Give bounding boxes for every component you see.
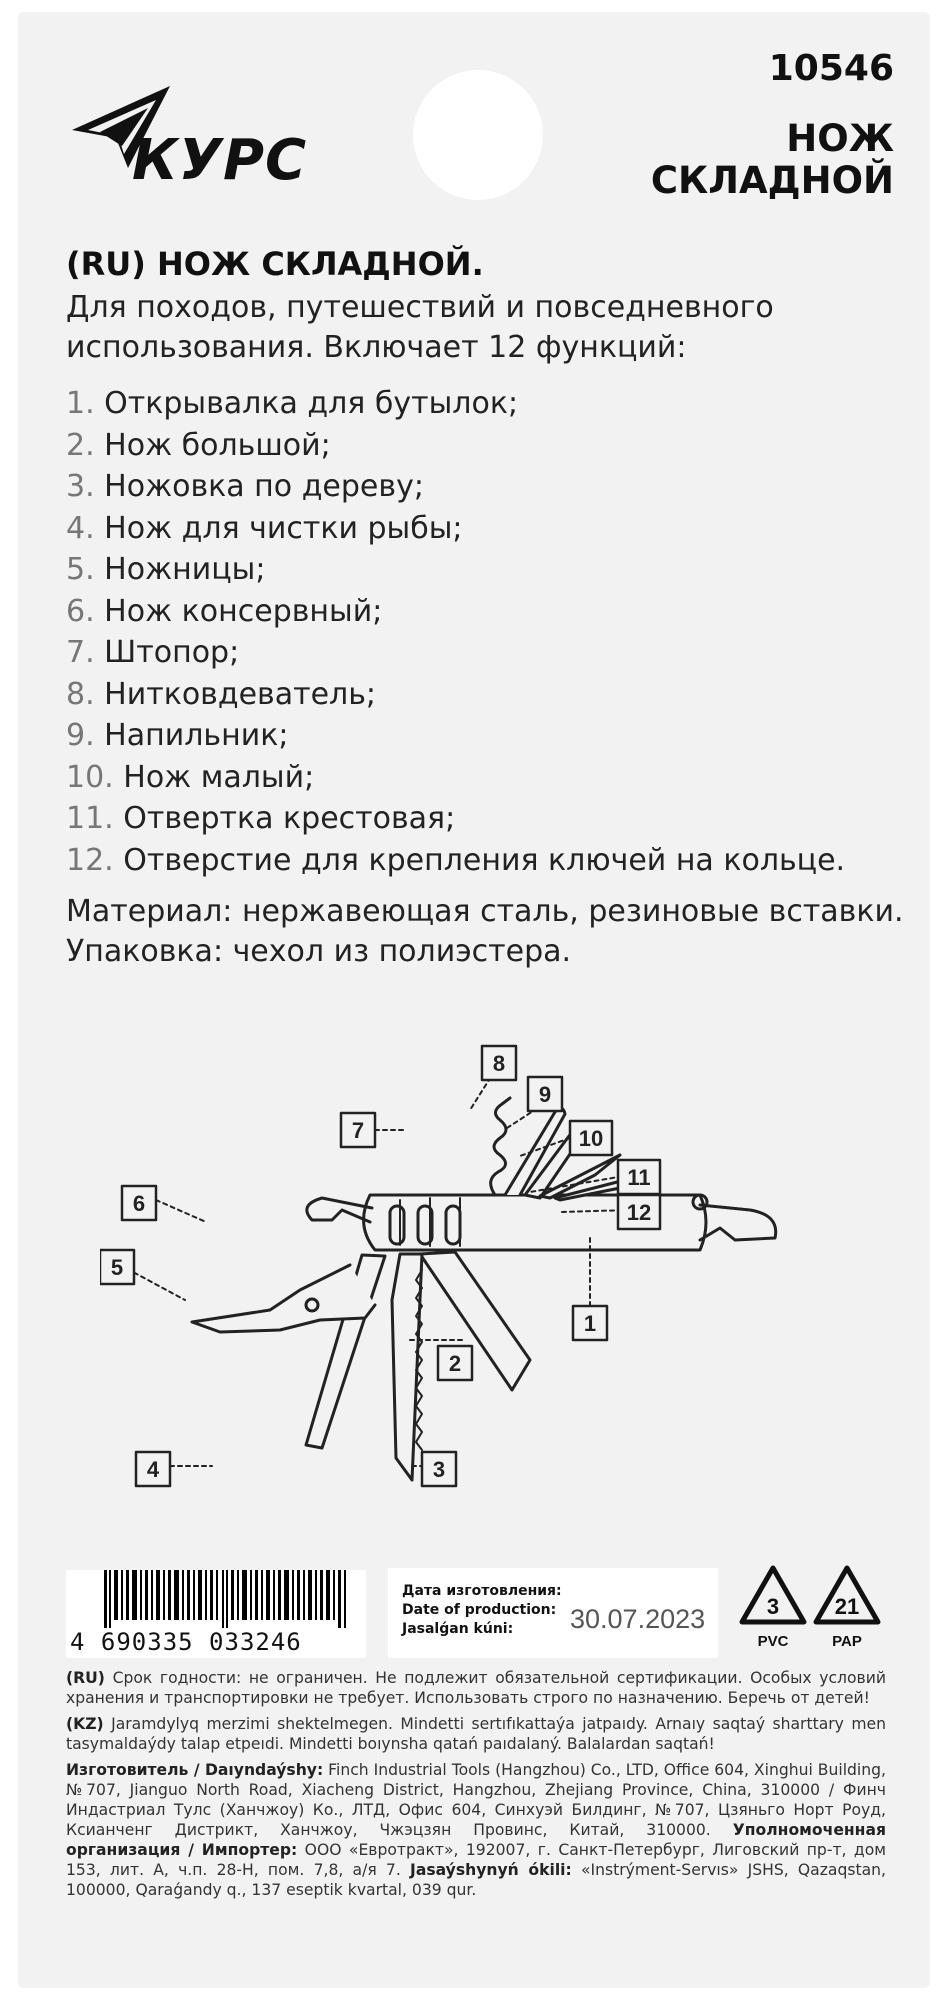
- callout-5: 5: [111, 1255, 123, 1280]
- can-opener: [305, 1196, 374, 1224]
- production-date-box: Дата изготовления: Date of production: J…: [388, 1568, 718, 1658]
- brand-name: КУРС: [132, 128, 308, 193]
- wood-saw: [390, 1252, 424, 1482]
- feature-item: 1. Открывалка для бутылок;: [66, 386, 519, 421]
- callout-12: 12: [627, 1200, 651, 1225]
- date-label-en: Date of production:: [402, 1602, 557, 1618]
- barcode: 4 690335 033246: [66, 1570, 366, 1658]
- callout-3: 3: [433, 1457, 445, 1482]
- material-info: Материал: нержавеющая сталь, резиновые в…: [66, 894, 904, 969]
- feature-item: 6. Нож консервный;: [66, 593, 383, 629]
- barcode-digits: 4 690335 033246: [70, 1628, 302, 1656]
- callout-4: 4: [147, 1457, 160, 1482]
- legal-info: (RU) Срок годности: не ограничен. Не под…: [66, 1668, 886, 1906]
- feature-item: 9. Напильник;: [66, 718, 289, 753]
- bottle-opener: [698, 1203, 778, 1242]
- feature-item: 12. Отверстие для крепления ключей на ко…: [66, 842, 846, 878]
- corkscrew: [489, 1096, 512, 1197]
- description-intro: Для походов, путешествий и повседневного…: [66, 290, 774, 365]
- brand-logo-icon: [72, 86, 170, 168]
- callout-10: 10: [579, 1126, 603, 1151]
- description-heading: (RU) НОЖ СКЛАДНОЙ.: [66, 245, 484, 283]
- recycle-pvc-icon: 3 PVC: [739, 1565, 807, 1650]
- scissors: [190, 1263, 377, 1334]
- callout-11: 11: [627, 1165, 650, 1190]
- callout-8: 8: [493, 1051, 505, 1076]
- feature-item: 2. Нож большой;: [66, 427, 331, 463]
- product-name: НОЖ СКЛАДНОЙ: [650, 117, 894, 202]
- feature-item: 5. Ножницы;: [66, 552, 266, 587]
- recycle-pap-code: PAP: [832, 1633, 862, 1650]
- knife-diagram: 1 2 3 4 5 6 7 8 9 10 11 12: [100, 1044, 778, 1488]
- key-ring: [691, 1193, 709, 1211]
- article-number: 10546: [768, 48, 894, 89]
- hang-hole: [413, 70, 543, 200]
- callout-6: 6: [133, 1191, 145, 1216]
- callout-1: 1: [584, 1311, 596, 1336]
- feature-item: 4. Нож для чистки рыбы;: [66, 510, 463, 546]
- date-label-ru: Дата изготовления:: [402, 1583, 562, 1599]
- production-date-value: 30.07.2023: [570, 1604, 706, 1634]
- date-label-kz: Jasalǵan kúni:: [402, 1621, 514, 1637]
- feature-item: 7. Штопор;: [66, 635, 240, 670]
- feature-item: 3. Ножовка по дереву;: [66, 469, 424, 504]
- packaging-card: [18, 12, 930, 1988]
- callout-9: 9: [539, 1082, 551, 1107]
- recycle-pap-number: 21: [835, 1594, 859, 1619]
- barcode-icon: [104, 1570, 346, 1628]
- recycle-pap-icon: 21 PAP: [813, 1565, 881, 1650]
- features-list: 1. Открывалка для бутылок; 2. Нож большо…: [66, 383, 926, 881]
- feature-item: 10. Нож малый;: [66, 759, 315, 795]
- callout-7: 7: [352, 1118, 364, 1143]
- big-knife: [418, 1250, 532, 1392]
- recycle-pvc-code: PVC: [758, 1633, 789, 1650]
- legal-ru: (RU) Срок годности: не ограничен. Не под…: [66, 1669, 886, 1707]
- legal-manufacturer: Изготовитель / Daıyndaýshy: Finch Indust…: [66, 1761, 887, 1899]
- feature-item: 11. Отвертка крестовая;: [66, 801, 456, 836]
- feature-item: 8. Нитковдеватель;: [66, 676, 377, 712]
- callout-2: 2: [449, 1351, 461, 1376]
- recycle-pvc-number: 3: [767, 1594, 779, 1619]
- legal-kz: (KZ) Jaramdylyq merzimi shektelmegen. Mi…: [66, 1715, 886, 1753]
